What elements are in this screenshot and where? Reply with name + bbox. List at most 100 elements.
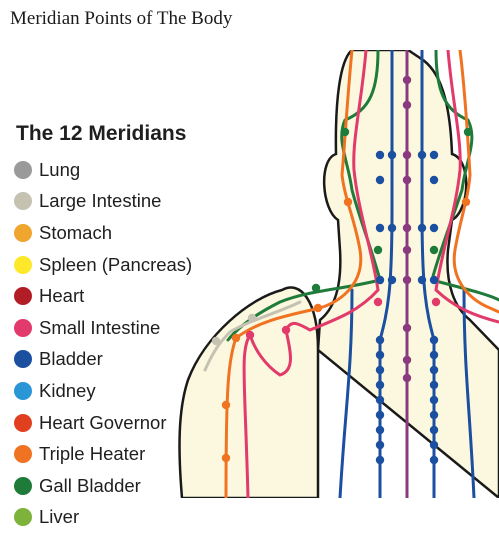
acupoint (247, 313, 257, 323)
legend-label: Heart (39, 285, 85, 307)
acupoint (375, 395, 385, 405)
legend-item: Small Intestine (14, 312, 229, 344)
legend-swatch (14, 413, 32, 432)
acupoint (343, 197, 353, 207)
legend-label: Heart Governor (39, 411, 167, 433)
acupoint (245, 330, 255, 340)
acupoint (373, 245, 383, 255)
acupoint (375, 275, 385, 285)
acupoint (387, 275, 397, 285)
legend-label: Small Intestine (39, 316, 161, 338)
legend-swatch (14, 160, 32, 179)
acupoint (375, 365, 385, 375)
legend-item: Spleen (Pancreas) (14, 249, 229, 281)
acupoint (429, 175, 439, 185)
legend-swatch (14, 445, 32, 464)
legend-item: Heart (14, 280, 229, 312)
legend-label: Stomach (39, 221, 113, 243)
acupoint (375, 150, 385, 160)
legend-swatch (14, 192, 32, 211)
acupoint (402, 223, 412, 233)
acupoint (429, 335, 439, 345)
acupoint (375, 425, 385, 435)
acupoint (429, 395, 439, 405)
acupoint (375, 175, 385, 185)
legend-item: Stomach (14, 217, 229, 249)
acupoint (429, 223, 439, 233)
acupoint (211, 336, 221, 346)
page-title: Meridian Points of The Body (10, 8, 233, 29)
acupoint (340, 127, 350, 137)
legend-item: Kidney (14, 375, 229, 407)
acupoint (375, 335, 385, 345)
acupoint (281, 325, 291, 335)
triple-heater-line (224, 50, 363, 498)
legend-swatch (14, 318, 32, 337)
legend-label: Gall Bladder (39, 474, 141, 496)
large-intestine-line (203, 300, 302, 372)
legend-swatch (14, 255, 32, 274)
legend-heading: The 12 Meridians (16, 122, 187, 145)
acupoint (402, 100, 412, 110)
acupoint (417, 150, 427, 160)
legend-item: Liver (14, 502, 229, 533)
acupoint (402, 75, 412, 85)
legend-swatch (14, 350, 32, 369)
acupoint (375, 350, 385, 360)
legend-swatch (14, 381, 32, 400)
body-illustration (178, 50, 499, 498)
acupoint (431, 297, 441, 307)
bladder-line-outer-left (338, 288, 354, 498)
legend-item: Heart Governor (14, 407, 229, 439)
legend-swatch (14, 476, 32, 495)
acupoint (375, 455, 385, 465)
acupoint (429, 380, 439, 390)
legend-swatch (14, 223, 32, 242)
legend-label: Liver (39, 506, 80, 528)
legend-item: Gall Bladder (14, 470, 229, 502)
legend-label: Triple Heater (39, 443, 146, 465)
bladder-line-right (420, 50, 436, 498)
acupoint (461, 197, 471, 207)
legend-label: Lung (39, 158, 81, 180)
acupoint (221, 400, 231, 410)
legend-item: Large Intestine (14, 186, 229, 218)
acupoint (375, 380, 385, 390)
acupoint (375, 440, 385, 450)
legend-item: Bladder (14, 344, 229, 376)
acupoint (373, 297, 383, 307)
acupoint (402, 355, 412, 365)
acupoint (313, 303, 323, 313)
acupoint (375, 223, 385, 233)
acupoint (387, 150, 397, 160)
acupoint (463, 127, 473, 137)
legend-swatch (14, 287, 32, 306)
gall-bladder-line-right (430, 50, 499, 302)
legend-item: Lung (14, 154, 229, 186)
acupoint (402, 150, 412, 160)
acupoint (402, 373, 412, 383)
legend-swatch (14, 508, 32, 527)
acupoint (429, 350, 439, 360)
legend-label: Bladder (39, 348, 103, 370)
acupoint (311, 283, 321, 293)
acupoint (429, 275, 439, 285)
acupoint (231, 333, 241, 343)
acupoint (417, 275, 427, 285)
legend-label: Kidney (39, 379, 96, 401)
acupoint (402, 175, 412, 185)
acupoint (402, 275, 412, 285)
acupoint (429, 440, 439, 450)
acupoint (429, 425, 439, 435)
acupoint (429, 455, 439, 465)
acupoint (221, 453, 231, 463)
acupoint (417, 223, 427, 233)
acupoint (429, 245, 439, 255)
acupoint (375, 410, 385, 420)
acupoint (429, 410, 439, 420)
bladder-line (378, 50, 394, 498)
acupoints (211, 75, 473, 465)
